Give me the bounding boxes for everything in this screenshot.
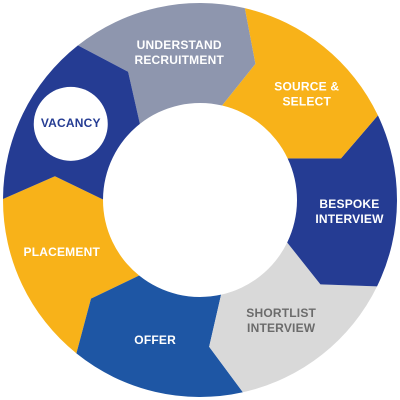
label-placement-line-1: PLACEMENT	[24, 245, 101, 259]
label-source-line-1: SOURCE &	[274, 79, 339, 93]
label-bespoke-line-2: INTERVIEW	[315, 212, 384, 226]
label-shortlist-line-2: INTERVIEW	[247, 321, 316, 335]
label-understand-line-1: UNDERSTAND	[137, 38, 222, 52]
vacancy-circle	[33, 86, 108, 161]
segment-shortlist	[209, 242, 378, 393]
segment-bespoke	[287, 115, 397, 287]
segment-source	[222, 8, 378, 159]
label-group-source: SOURCE &SELECT	[274, 79, 339, 108]
segment-offer	[76, 275, 243, 398]
label-source-line-2: SELECT	[282, 94, 331, 108]
segment-placement	[2, 176, 140, 354]
label-bespoke-line-1: BESPOKE	[319, 197, 379, 211]
cycle-segments	[2, 3, 397, 398]
label-group-offer: OFFER	[134, 333, 176, 347]
label-understand-line-2: RECRUITMENT	[134, 53, 224, 67]
label-group-vacancy: VACANCY	[33, 86, 108, 161]
label-shortlist-line-1: SHORTLIST	[246, 306, 316, 320]
label-vacancy-line-1: VACANCY	[41, 116, 101, 130]
label-offer-line-1: OFFER	[134, 333, 176, 347]
segment-understand	[77, 3, 256, 124]
label-group-placement: PLACEMENT	[24, 245, 101, 259]
